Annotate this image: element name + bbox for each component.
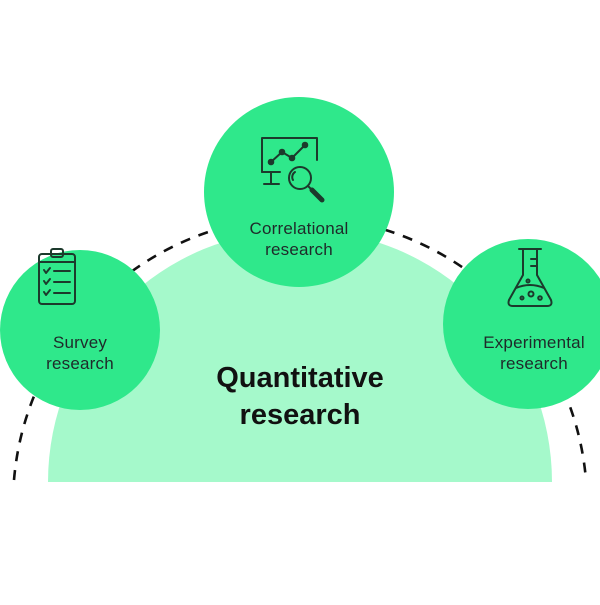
node-experimental-label-line2: research <box>500 354 568 373</box>
clipboard-checklist-icon <box>38 248 76 305</box>
center-title-line1: Quantitative <box>216 362 384 394</box>
node-experimental-label-line1: Experimental <box>483 333 585 352</box>
node-survey <box>0 248 160 410</box>
node-correlational-label-line2: research <box>265 240 333 259</box>
center-dome <box>48 230 552 482</box>
center-title-line2: research <box>239 399 361 431</box>
flask-icon <box>507 248 553 307</box>
node-experimental-circle <box>443 239 600 409</box>
center-title: Quantitative research <box>150 360 450 434</box>
node-correlational <box>204 97 394 287</box>
node-experimental-label: Experimental research <box>470 332 598 374</box>
node-correlational-label-line1: Correlational <box>249 219 349 238</box>
node-experimental <box>443 239 600 409</box>
node-survey-label-line2: research <box>46 354 114 373</box>
node-survey-circle <box>0 250 160 410</box>
node-correlational-circle <box>204 97 394 287</box>
node-survey-label: Survey research <box>10 332 150 374</box>
node-correlational-label: Correlational research <box>214 218 384 260</box>
node-survey-label-line1: Survey <box>52 333 108 352</box>
monitor-magnifier-icon <box>261 137 325 203</box>
